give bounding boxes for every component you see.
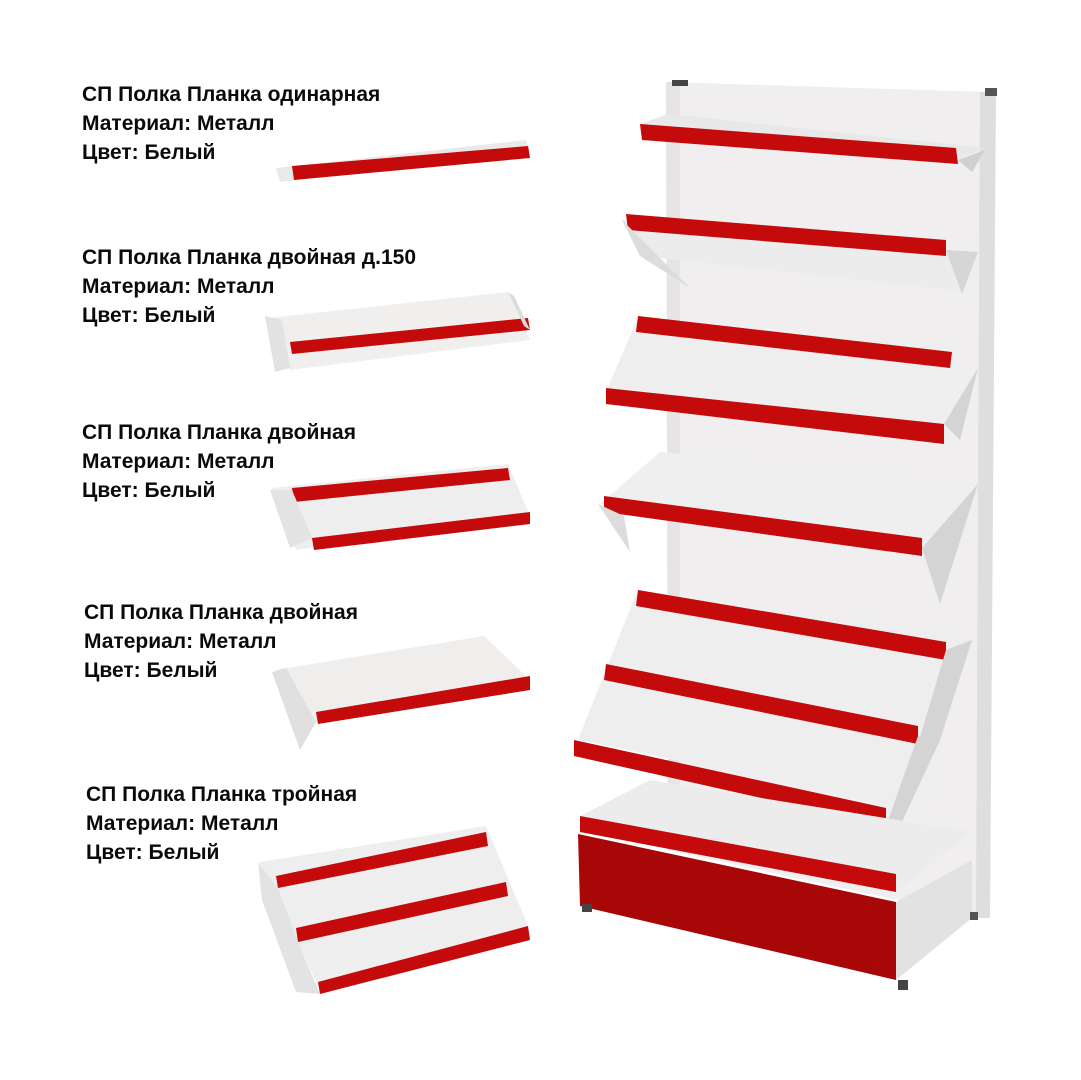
rack-base-plinth [578,834,978,990]
rack-shelf-4 [598,452,978,604]
product-caption-3: СП Полка Планка двойная Материал: Металл… [82,418,356,505]
product-color: Цвет: Белый [82,479,216,502]
product-title: СП Полка Планка двойная д.150 [82,246,417,269]
product-caption-1: СП Полка Планка одинарная Материал: Мета… [82,80,380,167]
rack-shelf-3 [606,316,978,444]
product-material: Материал: Металл [82,112,275,135]
rack-upright [672,80,997,918]
rack-back-panel [666,82,988,918]
rack-shelf-1 [640,114,985,172]
product-color: Цвет: Белый [82,141,216,164]
product-material: Материал: Металл [82,275,275,298]
rack-shelf-5 [574,590,972,826]
product-material: Материал: Металл [82,450,275,473]
rack-base-deck [580,780,972,892]
product-title: СП Полка Планка двойная [82,421,356,444]
product-material: Материал: Металл [86,812,279,835]
product-caption-5: СП Полка Планка тройная Материал: Металл… [86,780,357,867]
product-title: СП Полка Планка тройная [86,783,358,806]
product-color: Цвет: Белый [82,304,216,327]
product-caption-2: СП Полка Планка двойная д.150 Материал: … [82,243,416,330]
product-caption-4: СП Полка Планка двойная Материал: Металл… [84,598,358,685]
product-title: СП Полка Планка одинарная [82,83,381,106]
rack-shelf-2 [622,214,978,294]
product-color: Цвет: Белый [86,841,220,864]
product-material: Материал: Металл [84,630,277,653]
product-title: СП Полка Планка двойная [84,601,358,624]
product-color: Цвет: Белый [84,659,218,682]
